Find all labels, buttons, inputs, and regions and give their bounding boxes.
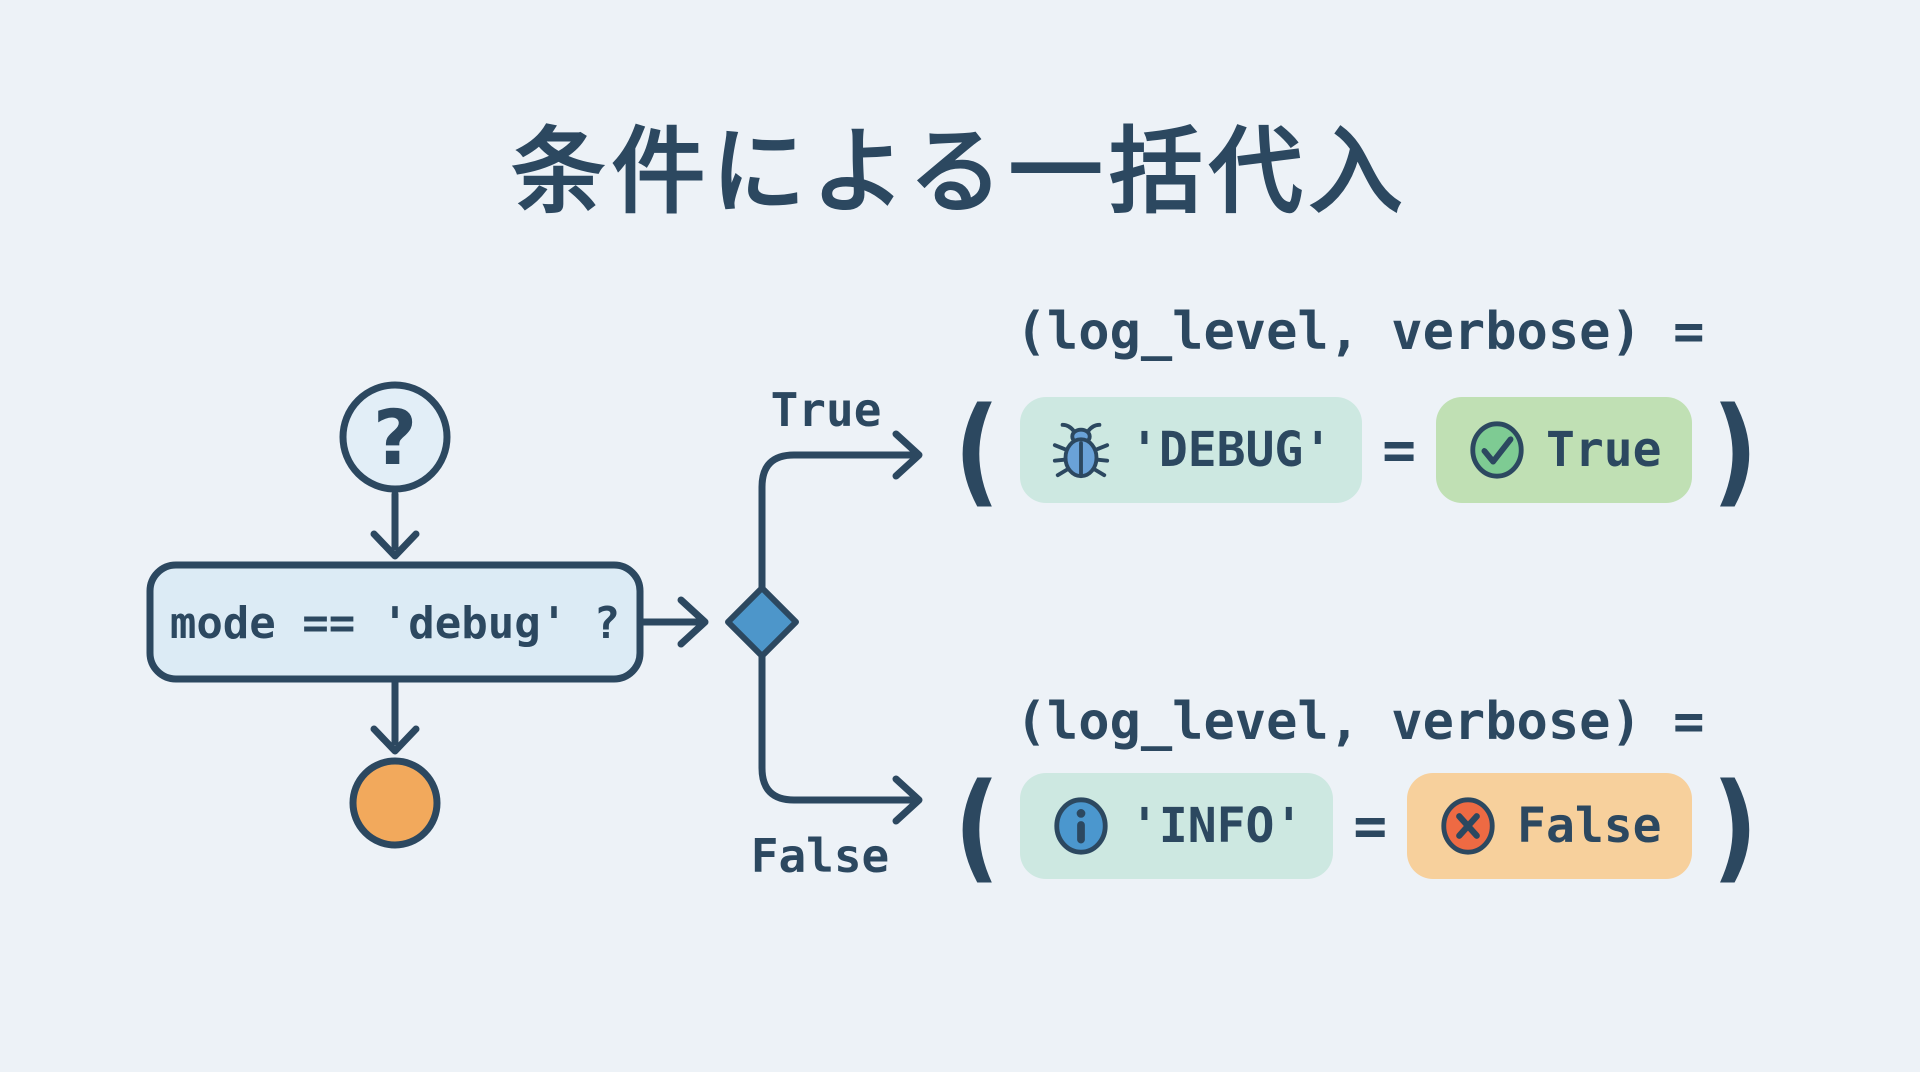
x-circle-icon	[1441, 797, 1495, 855]
false-tuple-header: (log_level, verbose) =	[1015, 692, 1705, 752]
verbose-chip-true: True	[1435, 397, 1692, 503]
decision-diamond	[725, 585, 799, 659]
arrowhead-down-icon	[370, 725, 420, 755]
true-branch-connector	[758, 451, 916, 592]
page-title: 条件による一括代入	[511, 119, 1409, 224]
check-circle-icon	[1470, 421, 1524, 479]
arrowhead-right-icon	[892, 775, 923, 825]
open-paren: (	[954, 757, 1000, 895]
log-level-chip-info: 'INFO'	[1019, 773, 1334, 879]
info-circle-icon	[1054, 797, 1108, 855]
true-branch-label: True	[771, 383, 882, 437]
verbose-value: True	[1545, 422, 1662, 478]
end-node-circle	[349, 757, 441, 849]
open-paren: (	[954, 381, 1000, 519]
condition-label: mode == 'debug' ?	[170, 598, 620, 649]
verbose-value: False	[1517, 798, 1662, 854]
verbose-chip-false: False	[1407, 773, 1692, 879]
false-branch-connector	[758, 652, 916, 804]
arrowhead-right-icon	[892, 430, 923, 480]
close-paren: )	[1711, 381, 1758, 519]
true-tuple-row: ( 'DEBUG' = True	[950, 381, 1761, 519]
equals-sign: =	[1382, 417, 1416, 483]
question-mark-icon: ?	[373, 393, 417, 482]
close-paren: )	[1711, 757, 1758, 895]
arrowhead-right-icon	[677, 596, 709, 648]
log-level-chip-debug: 'DEBUG'	[1019, 397, 1363, 503]
log-level-value: 'DEBUG'	[1129, 422, 1333, 478]
true-tuple-header: (log_level, verbose) =	[1015, 302, 1705, 362]
false-branch-label: False	[751, 829, 889, 883]
equals-sign: =	[1353, 793, 1388, 859]
bug-icon	[1052, 422, 1110, 479]
log-level-value: 'INFO'	[1129, 798, 1304, 854]
arrowhead-down-icon	[370, 530, 420, 560]
false-tuple-row: ( 'INFO' = False )	[950, 757, 1761, 895]
start-node-circle	[339, 381, 451, 493]
